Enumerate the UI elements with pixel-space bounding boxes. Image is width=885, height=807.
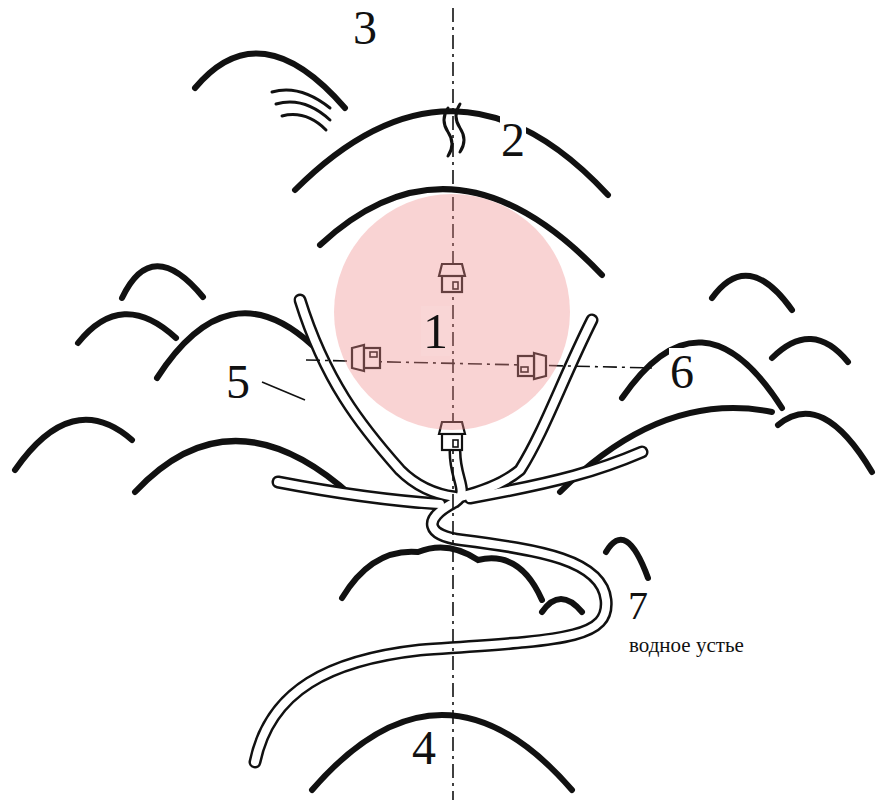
circle-shape bbox=[334, 194, 570, 430]
callout-number: 7 bbox=[627, 586, 649, 626]
callout-number: 5 bbox=[225, 358, 251, 406]
water-waves bbox=[272, 90, 330, 130]
callout-number: 3 bbox=[352, 4, 378, 52]
callout-number: 6 bbox=[669, 348, 695, 396]
qi-smoke bbox=[444, 104, 464, 156]
mountain-ridges bbox=[15, 53, 872, 790]
zone-circle: 1 bbox=[334, 194, 570, 430]
axis-lines bbox=[306, 8, 655, 800]
place-note: водное устье bbox=[628, 635, 745, 656]
callout-number: 2 bbox=[500, 116, 526, 164]
leader-line bbox=[262, 382, 305, 400]
callout-number: 4 bbox=[411, 724, 437, 772]
zone-number: 1 bbox=[421, 306, 450, 356]
